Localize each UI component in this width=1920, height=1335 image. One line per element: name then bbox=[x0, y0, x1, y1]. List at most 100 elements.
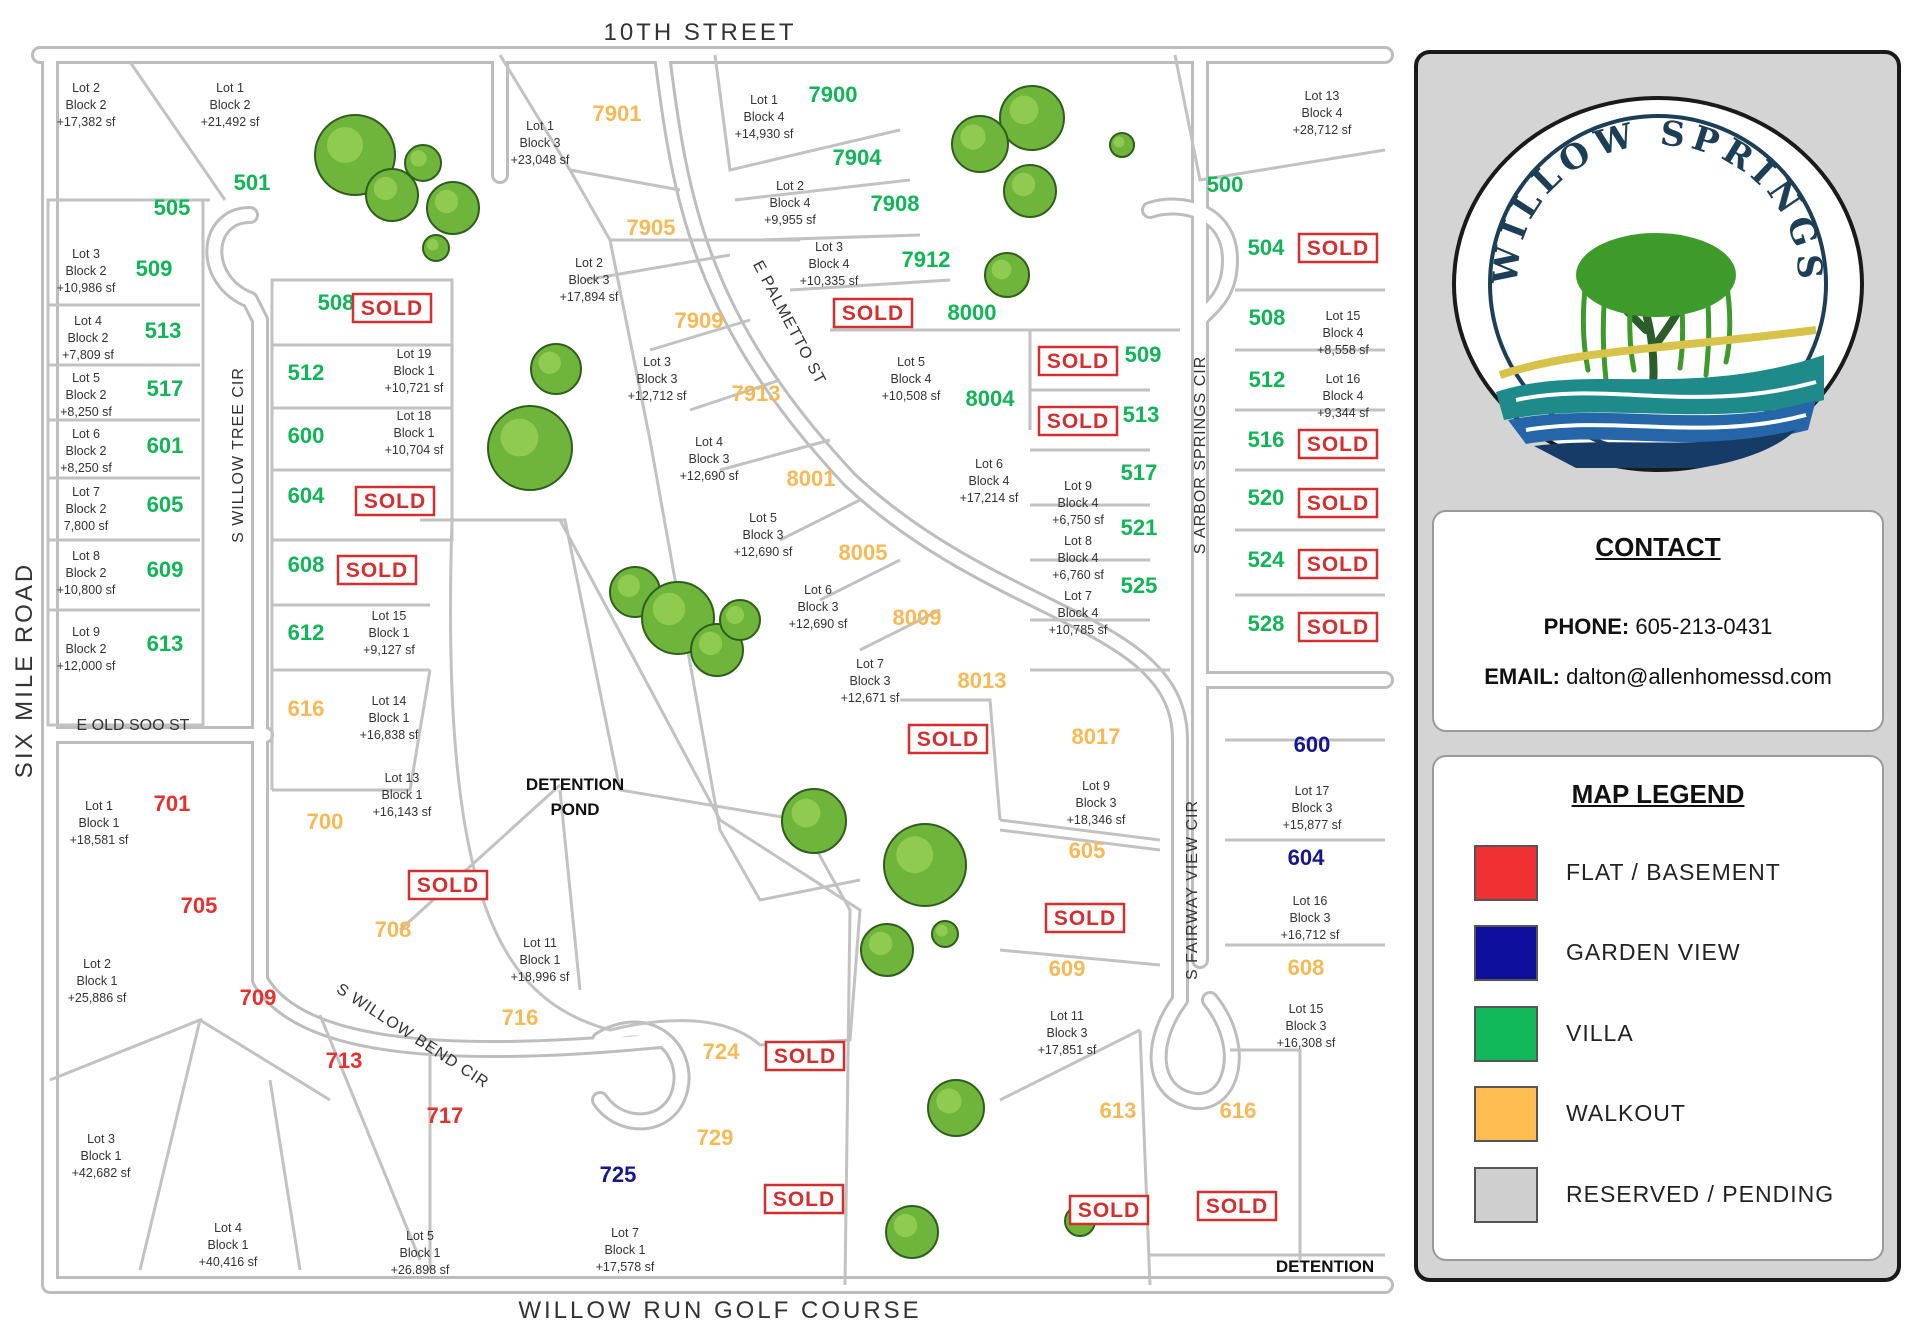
lot-address: 7912 bbox=[902, 247, 951, 272]
lot-info-line: Block 2 bbox=[66, 502, 107, 516]
lot-address: 8013 bbox=[958, 668, 1007, 693]
lot-info-line: Lot 15 bbox=[372, 609, 407, 623]
lot-info-line: +17,894 sf bbox=[560, 290, 619, 304]
phone-number[interactable]: 605-213-0431 bbox=[1635, 614, 1773, 639]
lot-704[interactable]: SOLD bbox=[407, 869, 489, 901]
email-address[interactable]: dalton@allenhomessd.com bbox=[1566, 664, 1832, 689]
lot-info-line: Block 1 bbox=[77, 974, 118, 988]
legend-item-walkout: WALKOUT bbox=[1474, 1086, 1874, 1158]
lot-709[interactable]: 709 bbox=[240, 985, 277, 1010]
lot-info-line: +16,712 sf bbox=[1281, 928, 1340, 942]
lot-address: 613 bbox=[147, 631, 184, 656]
lot-info-line: +8,558 sf bbox=[1317, 343, 1369, 357]
lot-address: 8004 bbox=[966, 386, 1016, 411]
contact-card: CONTACT PHONE: 605-213-0431 EMAIL: dalto… bbox=[1432, 510, 1884, 732]
sold-stamp-text: SOLD bbox=[917, 728, 979, 751]
lot-info-line: Block 4 bbox=[770, 196, 811, 210]
sold-stamp-frame bbox=[1297, 428, 1379, 460]
pond-label-line1: DETENTION bbox=[526, 775, 624, 794]
lot-info-line: Block 3 bbox=[1290, 911, 1331, 925]
lot-info-line: +12,690 sf bbox=[680, 469, 739, 483]
map-legend-card: MAP LEGEND FLAT / BASEMENT GARDEN VIEW V… bbox=[1432, 755, 1884, 1261]
sold-stamp-frame bbox=[354, 485, 436, 517]
lot-info-line: +42,682 sf bbox=[72, 1166, 131, 1180]
sold-stamp: SOLD bbox=[1297, 428, 1379, 460]
lot-info-line: Block 2 bbox=[66, 444, 107, 458]
sold-stamp-frame bbox=[1297, 611, 1379, 643]
tree-icon bbox=[781, 788, 847, 854]
lot-info-line: +26.898 sf bbox=[391, 1263, 450, 1277]
legend-label: VILLA bbox=[1566, 1020, 1634, 1046]
lot-address: 705 bbox=[181, 893, 218, 918]
lot-info-line: Lot 15 bbox=[1289, 1002, 1324, 1016]
phone-label: PHONE: bbox=[1543, 614, 1630, 639]
lot-address: 725 bbox=[600, 1162, 637, 1187]
lot-708[interactable]: 708 bbox=[375, 917, 412, 942]
legend-item-garden-view: GARDEN VIEW bbox=[1474, 925, 1874, 997]
lot-address: 700 bbox=[307, 809, 344, 834]
legend-swatch-villa bbox=[1474, 1006, 1538, 1062]
